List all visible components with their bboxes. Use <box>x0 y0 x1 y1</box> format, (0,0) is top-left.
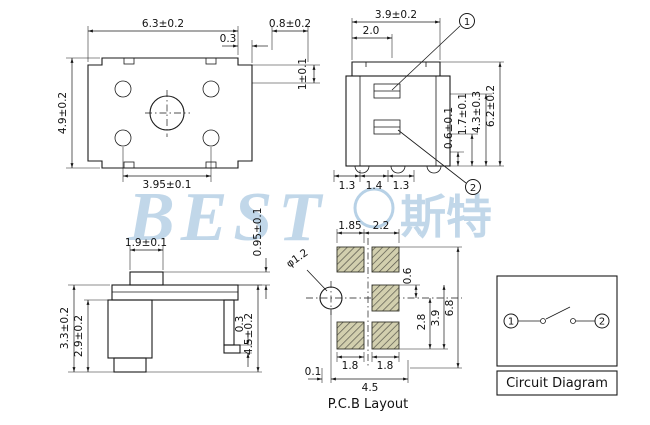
dim-span-label: 4.5 <box>362 382 379 394</box>
dim-side-h1-label: 3.3±0.2 <box>59 307 71 349</box>
pcb-pad <box>336 321 365 350</box>
circuit-callout-1: 1 <box>508 317 514 328</box>
side-view: 1.9±0.1 0.95±0.1 3.3±0.2 2.9±0.2 0.3 4.5… <box>59 208 270 373</box>
dim-offset-label: 0.1 <box>305 366 322 378</box>
dim-top-width-label: 6.3±0.2 <box>142 18 184 30</box>
circuit-diagram: 1 2 Circuit Diagram <box>496 275 618 396</box>
dim-side-tab-label: 1±0.1 <box>297 58 309 90</box>
dim-pad-b1-label: 1.8 <box>342 360 359 372</box>
callout-2-label: 2 <box>470 183 476 194</box>
dim-pin-pitch-1-label: 1.3 <box>339 180 356 192</box>
top-view-dimension-lines <box>66 26 320 182</box>
pcb-dimension-lines <box>306 229 462 383</box>
dim-hole-pitch-label: 3.95±0.1 <box>143 179 192 191</box>
dim-pad-b2-label: 1.8 <box>377 360 394 372</box>
pcb-pad <box>336 246 365 273</box>
dim-pin-pitch-2-label: 1.4 <box>366 180 383 192</box>
dim-side-h2-label: 2.9±0.2 <box>73 315 85 357</box>
callout-1-label: 1 <box>464 17 470 28</box>
circuit-box <box>496 275 618 367</box>
front-view-outline <box>345 61 451 174</box>
top-view-centerlines <box>145 90 190 137</box>
circuit-callout-2: 2 <box>599 317 605 328</box>
dim-foot-label: 0.3 <box>234 316 246 333</box>
dim-actuator-width-label: 2.0 <box>363 25 380 37</box>
dim-left-height-label: 4.9±0.2 <box>57 92 69 134</box>
dim-front-width-label: 3.9±0.2 <box>375 9 417 21</box>
pcb-pad <box>371 284 400 312</box>
top-view: 6.3±0.2 0.3 4.9±0.2 3.95±0.1 1±0.1 0.8±0… <box>57 18 320 191</box>
switch-symbol: 1 2 <box>503 306 610 329</box>
dim-pad-width-label: 1.85 <box>338 220 361 232</box>
dim-edge-offset-label: 0.3 <box>220 33 237 45</box>
dim-total-height-label: 4.5±0.2 <box>243 313 255 355</box>
pcb-caption: P.C.B Layout <box>328 397 408 412</box>
dim-front-h2-label: 1.7±0.1 <box>457 93 469 135</box>
pcb-pad <box>371 321 400 350</box>
dim-pin-pitch-3-label: 1.3 <box>393 180 410 192</box>
dim-pad-pitch-label: 2.2 <box>373 220 390 232</box>
watermark: BEST 斯特 <box>127 179 492 256</box>
dim-pcb-r2-label: 2.8 <box>416 314 428 331</box>
corner-hole <box>114 129 132 147</box>
dim-pcb-r3-label: 3.9 <box>430 310 442 327</box>
dim-stem-width-label: 1.9±0.1 <box>125 237 167 249</box>
side-view-dimension-lines <box>68 246 270 373</box>
dim-pcb-r1-label: 0.6 <box>402 267 414 284</box>
corner-hole <box>114 80 132 98</box>
corner-hole <box>202 129 220 147</box>
callout-1: 1 <box>391 13 475 91</box>
front-view: 3.9±0.2 2.0 0.6±0.1 1.7±0.1 4.3±0.3 6.2±… <box>333 9 504 195</box>
watermark-logo-circle <box>353 187 395 229</box>
circuit-caption: Circuit Diagram <box>506 376 608 391</box>
dim-front-h1-label: 0.6±0.1 <box>443 107 455 149</box>
corner-hole <box>202 80 220 98</box>
pcb-layout: 1.85 2.2 φ1.2 0.6 2.8 3.9 6.8 1.8 1.8 0.… <box>284 220 462 412</box>
watermark-cjk: 斯特 <box>400 192 492 243</box>
watermark-latin: BEST <box>127 179 327 256</box>
front-view-dimension-lines <box>333 18 504 182</box>
side-view-outline <box>107 271 241 373</box>
terminal-detail <box>374 90 400 128</box>
callout-2: 2 <box>397 129 481 195</box>
dim-pcb-r4-label: 6.8 <box>444 300 456 317</box>
dim-front-h4-label: 6.2±0.2 <box>485 85 497 127</box>
dim-plate-thickness-label: 0.95±0.1 <box>252 208 264 257</box>
circuit-caption-box <box>496 370 618 396</box>
dim-front-h3-label: 4.3±0.3 <box>471 91 483 133</box>
pcb-pad <box>371 246 400 273</box>
dim-view-gap-label: 0.8±0.2 <box>269 18 311 30</box>
